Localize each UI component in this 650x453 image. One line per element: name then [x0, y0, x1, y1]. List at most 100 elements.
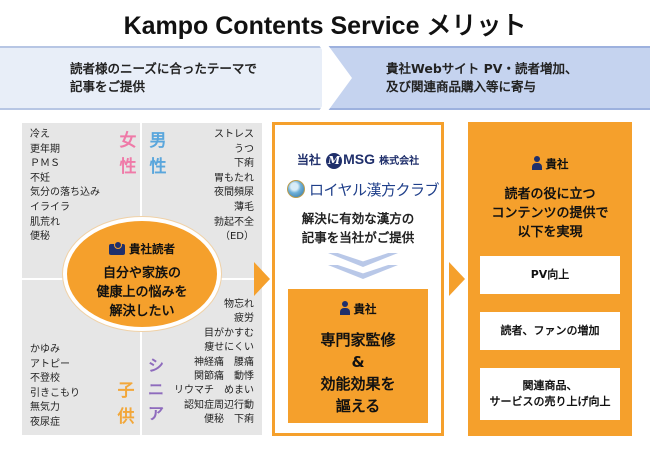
- child-label-char-1: 子: [117, 381, 135, 401]
- right-arrow-icon: [254, 262, 270, 296]
- book-reader-icon: [109, 241, 125, 255]
- list-item: 胃もたれ: [214, 172, 254, 184]
- result-sales-line2: サービスの売り上げ向上: [489, 395, 611, 408]
- top-band-right-line1: 貴社Webサイト PV・読者増加、: [386, 61, 578, 76]
- client-badge-label: 貴社: [353, 302, 377, 316]
- male-label-char-1: 男: [149, 131, 167, 151]
- company-prefix: 当社: [296, 153, 321, 167]
- reader-badge: 貴社読者: [67, 241, 217, 257]
- expert-line2: &: [351, 353, 365, 371]
- list-item: 夜間頻尿: [214, 187, 254, 199]
- client-benefit-line1: 読者の役に立つ: [504, 187, 596, 202]
- reader-needs-line2: 健康上の悩みを: [96, 285, 188, 300]
- list-item: 関節痛 動悸: [194, 371, 254, 383]
- list-item: 物忘れ: [224, 299, 254, 310]
- royal-kampo-club-name: ロイヤル漢方クラブ: [309, 181, 440, 199]
- list-item: 勃起不全: [214, 216, 254, 228]
- down-chevron-icon: [328, 253, 398, 267]
- royal-kampo-club-logo: ロイヤル漢方クラブ: [283, 177, 440, 203]
- top-band-left-line1: 読者様のニーズに合ったテーマで: [70, 61, 257, 76]
- person-icon: [339, 301, 350, 315]
- expert-supervision-box: 貴社 専門家監修 & 効能効果を 謳える: [288, 289, 428, 423]
- list-item: 更年期: [30, 143, 60, 155]
- female-label: 女 性: [118, 128, 138, 180]
- expert-line3: 効能効果を: [320, 375, 396, 393]
- client-benefit-line3: 以下を実現: [517, 225, 583, 240]
- senior-label-char-3: ア: [147, 404, 164, 423]
- list-item: 無気力: [30, 402, 60, 414]
- top-band-right-line2: 及び関連商品購入等に寄与: [386, 79, 537, 94]
- page-title: Kampo Contents Service メリット: [123, 12, 527, 40]
- client-benefit-column: 貴社 読者の役に立つ コンテンツの提供で 以下を実現 PV向上 読者、ファンの増…: [468, 122, 632, 436]
- senior-label: シ ニ ア: [146, 354, 166, 426]
- list-item: イライラ: [30, 201, 70, 213]
- list-item: 目がかすむ: [204, 327, 254, 339]
- top-band-right: [326, 46, 650, 110]
- female-label-char-1: 女: [119, 131, 137, 151]
- female-label-char-2: 性: [119, 157, 137, 177]
- msg-suffix: 株式会社: [379, 156, 420, 167]
- msg-logo-icon: M: [326, 152, 343, 169]
- list-item: 疲労: [234, 313, 254, 325]
- list-item: うつ: [234, 143, 254, 155]
- list-item: （ED）: [219, 231, 254, 243]
- provider-description-line2: 記事を当社がご提供: [301, 230, 415, 245]
- reader-needs-ellipse: 貴社読者 自分や家族の 健康上の悩みを 解決したい: [63, 217, 221, 331]
- list-item: アトピー: [30, 358, 70, 370]
- senior-symptom-list: 物忘れ 疲労 目がかすむ 痩せにくい 神経痛 腰痛 関節痛 動悸 リウマチ めま…: [174, 298, 254, 428]
- list-item: 認知症周辺行動: [184, 399, 254, 411]
- top-band-left-text: 読者様のニーズに合ったテーマで 記事をご提供: [70, 60, 257, 96]
- person-icon: [531, 156, 542, 170]
- client-benefit-line2: コンテンツの提供で: [491, 206, 609, 221]
- down-chevron-icon: [328, 265, 398, 279]
- list-item: 冷え: [30, 129, 50, 140]
- list-item: 神経痛 腰痛: [194, 356, 254, 368]
- list-item: ＰＭＳ: [30, 158, 60, 170]
- reader-needs-line3: 解決したい: [109, 304, 175, 319]
- client-benefit-heading: 読者の役に立つ コンテンツの提供で 以下を実現: [468, 185, 632, 242]
- result-sales-line1: 関連商品、: [522, 379, 578, 392]
- list-item: 引きこもり: [30, 387, 80, 399]
- provider-description-line1: 解決に有効な漢方の: [301, 211, 415, 226]
- result-sales-growth: 関連商品、 サービスの売り上げ向上: [480, 368, 620, 420]
- expert-supervision-text: 専門家監修 & 効能効果を 謳える: [288, 329, 428, 417]
- list-item: 痩せにくい: [204, 342, 254, 354]
- list-item: ストレス: [214, 129, 254, 140]
- child-label-char-2: 供: [117, 407, 135, 427]
- list-item: 不登校: [30, 373, 60, 385]
- provider-description: 解決に有効な漢方の 記事を当社がご提供: [275, 209, 441, 247]
- male-symptom-list: ストレス うつ 下痢 胃もたれ 夜間頻尿 薄毛 勃起不全 （ED）: [214, 128, 254, 245]
- expert-line1: 専門家監修: [320, 331, 396, 349]
- list-item: 下痢: [234, 158, 254, 170]
- right-arrow-icon: [449, 262, 465, 296]
- list-item: 気分の落ち込み: [30, 187, 100, 199]
- client-badge-label: 貴社: [545, 157, 569, 171]
- top-band-left-line2: 記事をご提供: [70, 79, 146, 94]
- list-item: かゆみ: [30, 344, 60, 355]
- female-symptom-list: 冷え 更年期 ＰＭＳ 不妊 気分の落ち込み イライラ 肌荒れ 便秘: [30, 128, 100, 245]
- reader-badge-label: 貴社読者: [129, 242, 175, 256]
- child-symptom-list: かゆみ アトピー 不登校 引きこもり 無気力 夜尿症: [30, 343, 80, 431]
- expert-line4: 謳える: [335, 397, 381, 415]
- top-band-left: [0, 46, 340, 110]
- list-item: 薄毛: [234, 201, 254, 213]
- reader-needs-text: 自分や家族の 健康上の悩みを 解決したい: [67, 264, 217, 321]
- senior-label-char-1: シ: [147, 356, 164, 375]
- msg-name: MSG: [343, 151, 375, 167]
- male-label-char-2: 性: [149, 157, 167, 177]
- senior-label-char-2: ニ: [147, 380, 164, 399]
- list-item: 便秘: [30, 231, 50, 243]
- result-reader-growth: 読者、ファンの増加: [480, 312, 620, 350]
- top-band-right-text: 貴社Webサイト PV・読者増加、 及び関連商品購入等に寄与: [386, 60, 577, 96]
- list-item: 不妊: [30, 172, 50, 184]
- male-label: 男 性: [148, 128, 168, 180]
- result-pv-increase: PV向上: [480, 256, 620, 294]
- reader-needs-line1: 自分や家族の: [102, 266, 181, 281]
- list-item: 肌荒れ: [30, 216, 60, 228]
- client-badge: 貴社: [468, 156, 632, 172]
- list-item: 便秘 下痢: [204, 414, 254, 426]
- list-item: 夜尿症: [30, 416, 60, 428]
- child-label: 子 供: [116, 378, 136, 430]
